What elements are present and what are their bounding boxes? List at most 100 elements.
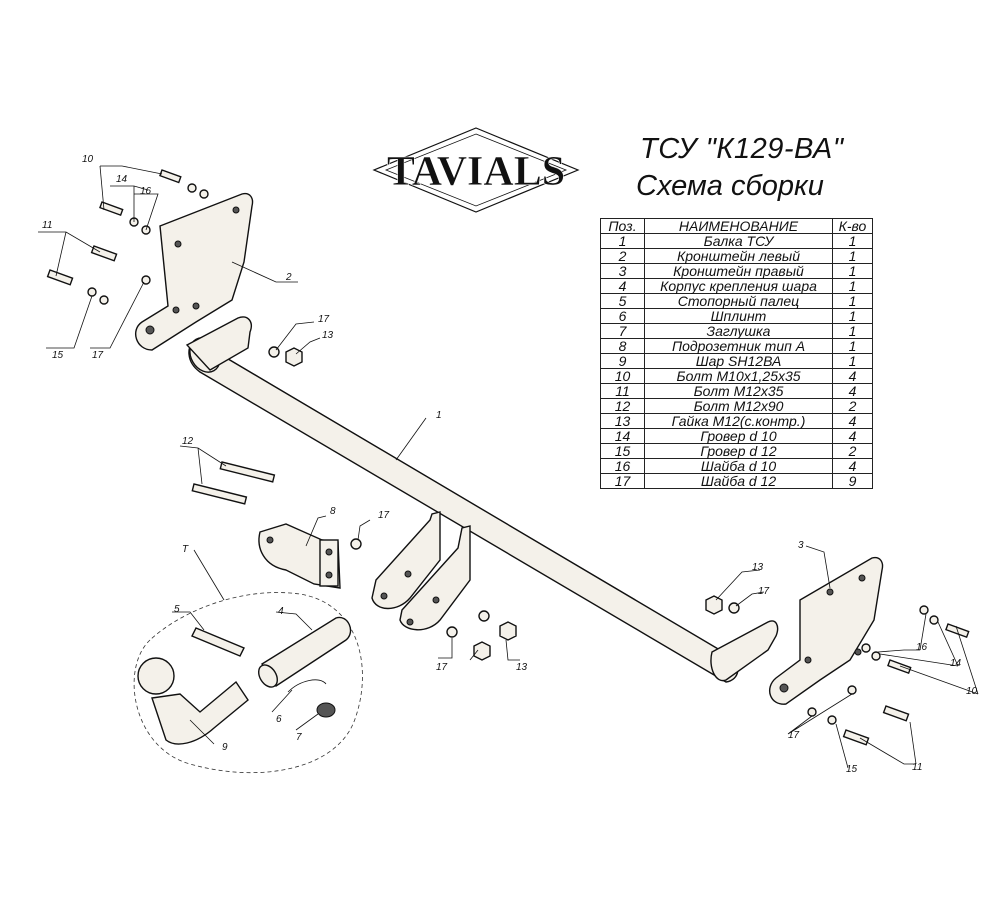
callout-17f: 17 (788, 730, 800, 741)
cell-pos: 5 (600, 293, 645, 309)
cell-name: Подрозетник тип А (644, 338, 833, 354)
callout-12: 12 (182, 436, 194, 447)
subassembly-outline (133, 592, 363, 774)
cell-pos: 17 (600, 473, 645, 489)
callout-17d: 17 (436, 662, 448, 673)
cell-name: Шайба d 12 (644, 473, 833, 489)
cell-name: Стопорный палец (644, 293, 833, 309)
cell-qty: 1 (832, 323, 873, 339)
cell-name: Балка ТСУ (644, 233, 833, 249)
bracket-left (134, 192, 254, 351)
callout-17a: 17 (92, 350, 104, 361)
cell-name: Болт М12х35 (644, 383, 833, 399)
cell-pos: 14 (600, 428, 645, 444)
callout-13c: 13 (752, 562, 764, 573)
brand-logo: TAVIALS (372, 127, 580, 213)
cell-pos: 7 (600, 323, 645, 339)
cell-pos: 12 (600, 398, 645, 414)
cell-name: Гровер d 12 (644, 443, 833, 459)
fasteners (46, 169, 970, 746)
cell-name: Шайба d 10 (644, 458, 833, 474)
cell-name: Кронштейн левый (644, 248, 833, 264)
cell-qty: 4 (832, 413, 873, 429)
callout-10b: 10 (966, 686, 978, 697)
callout-labels: 10 14 16 11 2 15 17 17 13 1 12 8 17 Т 5 … (42, 154, 978, 775)
bracket-right (768, 556, 884, 705)
callout-9: 9 (222, 742, 228, 753)
page-subtitle: Схема сборки (636, 170, 824, 202)
cell-qty: 4 (832, 368, 873, 384)
cell-pos: 6 (600, 308, 645, 324)
cell-qty: 1 (832, 353, 873, 369)
cell-name: Заглушка (644, 323, 833, 339)
callout-11a: 11 (42, 220, 52, 231)
page-title: ТСУ "К129-ВА" (640, 133, 844, 165)
header-name: НАИМЕНОВАНИЕ (644, 218, 833, 234)
parts-table-header: Поз. НАИМЕНОВАНИЕ К-во (600, 218, 873, 234)
header-pos: Поз. (600, 218, 645, 234)
cell-name: Гровер d 10 (644, 428, 833, 444)
callout-5: 5 (174, 604, 180, 615)
leader-lines (38, 165, 979, 769)
callout-11b: 11 (912, 762, 922, 773)
callout-15b: 15 (846, 764, 858, 775)
cell-pos: 10 (600, 368, 645, 384)
cell-pos: 15 (600, 443, 645, 459)
callout-13a: 13 (322, 330, 334, 341)
cell-qty: 4 (832, 428, 873, 444)
cell-name: Гайка М12(с.контр.) (644, 413, 833, 429)
callout-13b: 13 (516, 662, 528, 673)
cell-qty: 1 (832, 293, 873, 309)
cell-pos: 2 (600, 248, 645, 264)
callout-17c: 17 (378, 510, 390, 521)
header-qty: К-во (832, 218, 873, 234)
cell-qty: 1 (832, 338, 873, 354)
callout-17b: 17 (318, 314, 330, 325)
cell-name: Корпус крепления шара (644, 278, 833, 294)
cell-name: Кронштейн правый (644, 263, 833, 279)
callout-6: 6 (276, 714, 282, 725)
cell-name: Шар SH12ВА (644, 353, 833, 369)
cell-name: Болт М12х90 (644, 398, 833, 414)
callout-10a: 10 (82, 154, 94, 165)
cell-qty: 1 (832, 263, 873, 279)
callout-14a: 14 (116, 174, 128, 185)
cell-qty: 1 (832, 308, 873, 324)
callout-2: 2 (285, 272, 292, 283)
callout-3: 3 (798, 540, 804, 551)
callout-1: 1 (436, 410, 442, 421)
cell-name: Болт М10х1,25х35 (644, 368, 833, 384)
tow-beam (185, 316, 779, 683)
cell-qty: 4 (832, 383, 873, 399)
callout-15a: 15 (52, 350, 64, 361)
callout-4: 4 (278, 606, 284, 617)
cell-qty: 2 (832, 398, 873, 414)
cell-name: Шплинт (644, 308, 833, 324)
cell-pos: 16 (600, 458, 645, 474)
cell-pos: 4 (600, 278, 645, 294)
cell-pos: 11 (600, 383, 645, 399)
callout-14b: 14 (950, 658, 962, 669)
callout-8: 8 (330, 506, 336, 517)
callout-16b: 16 (916, 642, 928, 653)
callout-17e: 17 (758, 586, 770, 597)
cell-pos: 8 (600, 338, 645, 354)
cell-qty: 1 (832, 278, 873, 294)
cell-qty: 4 (832, 458, 873, 474)
